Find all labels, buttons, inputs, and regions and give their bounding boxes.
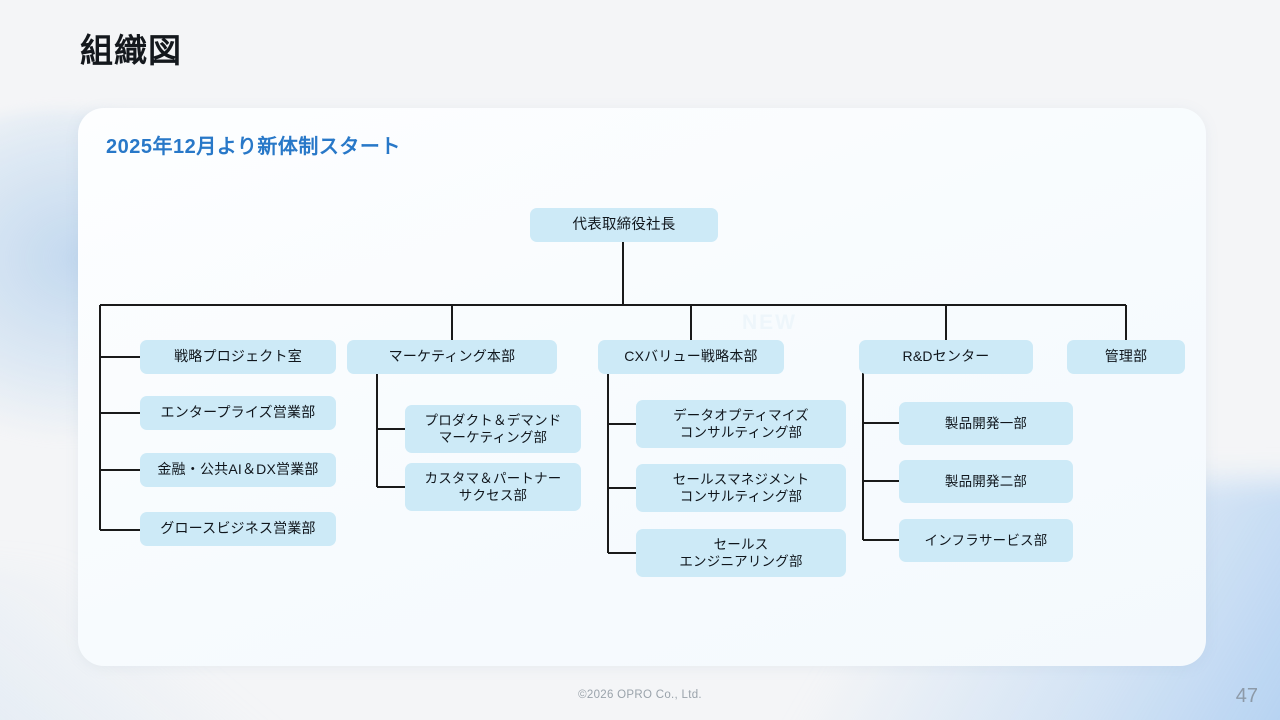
node-line-2: コンサルティング部 xyxy=(679,489,803,504)
node-rd-center[interactable]: R&Dセンター xyxy=(859,340,1033,374)
node-ceo[interactable]: 代表取締役社長 xyxy=(530,208,718,242)
node-marketing-hq[interactable]: マーケティング本部 xyxy=(347,340,557,374)
node-line-2: エンジニアリング部 xyxy=(679,554,803,569)
footer-copyright: ©2026 OPRO Co., Ltd. xyxy=(578,689,702,701)
node-finance-public-ai-dx-sales[interactable]: 金融・公共AI＆DX営業部 xyxy=(140,453,336,487)
node-line-2: コンサルティング部 xyxy=(679,425,803,440)
node-product-dev-1[interactable]: 製品開発一部 xyxy=(899,402,1073,445)
org-chart: NEW 代表取締役社長 戦略プロジェクト室 エンタープライズ営業部 金融・公共A… xyxy=(78,108,1206,666)
node-growth-business-sales[interactable]: グロースビジネス営業部 xyxy=(140,512,336,546)
page-title: 組織図 xyxy=(80,32,182,69)
node-product-demand-marketing[interactable]: プロダクト＆デマンド マーケティング部 xyxy=(405,405,581,453)
node-line-2: サクセス部 xyxy=(458,488,528,503)
node-enterprise-sales[interactable]: エンタープライズ営業部 xyxy=(140,396,336,430)
new-badge: NEW xyxy=(742,311,797,334)
org-chart-card: 2025年12月より新体制スタート xyxy=(78,108,1206,666)
node-line-1: データオプティマイズ xyxy=(673,407,809,423)
node-infra-service[interactable]: インフラサービス部 xyxy=(899,519,1073,562)
node-sales-management-consulting[interactable]: セールスマネジメント コンサルティング部 xyxy=(636,464,846,512)
node-data-optimize-consulting[interactable]: データオプティマイズ コンサルティング部 xyxy=(636,400,846,448)
node-sales-engineering[interactable]: セールス エンジニアリング部 xyxy=(636,529,846,577)
node-customer-partner-success[interactable]: カスタマ＆パートナー サクセス部 xyxy=(405,463,581,511)
node-line-1: プロダクト＆デマンド xyxy=(424,412,562,428)
node-line-1: セールス xyxy=(713,536,769,552)
node-cx-value-strategy-hq[interactable]: CXバリュー戦略本部 xyxy=(598,340,784,374)
card-subtitle: 2025年12月より新体制スタート xyxy=(106,136,401,158)
node-administration[interactable]: 管理部 xyxy=(1067,340,1185,374)
node-line-1: セールスマネジメント xyxy=(672,471,810,487)
connector-lines xyxy=(99,242,1127,554)
node-line-1: カスタマ＆パートナー xyxy=(424,470,562,486)
node-strategy-project-office[interactable]: 戦略プロジェクト室 xyxy=(140,340,336,374)
page-number: 47 xyxy=(1235,685,1258,707)
node-product-dev-2[interactable]: 製品開発二部 xyxy=(899,460,1073,503)
node-line-2: マーケティング部 xyxy=(438,430,548,445)
